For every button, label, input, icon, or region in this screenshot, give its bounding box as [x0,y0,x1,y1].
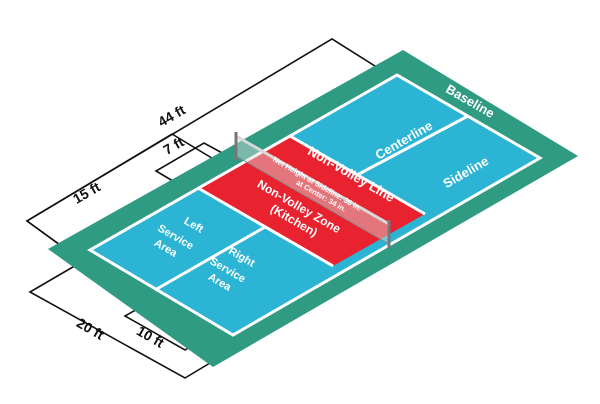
centerline-far [356,114,469,177]
court-lines [87,73,543,337]
dim-7ft-label: 7 ft [160,133,186,158]
dim-15ft-label: 15 ft [70,178,103,206]
dim-44ft-label: 44 ft [155,101,188,129]
centerline-near [154,225,266,292]
dim-20ft-label: 20 ft [74,315,107,343]
kitchen-zone [198,136,425,266]
court-outline [87,73,543,337]
dim-15ft-bracket [25,133,236,259]
dim-7ft-bracket [154,142,236,188]
net-top-tape [235,134,390,226]
non-volley-line-near [197,186,334,268]
net [234,132,391,248]
